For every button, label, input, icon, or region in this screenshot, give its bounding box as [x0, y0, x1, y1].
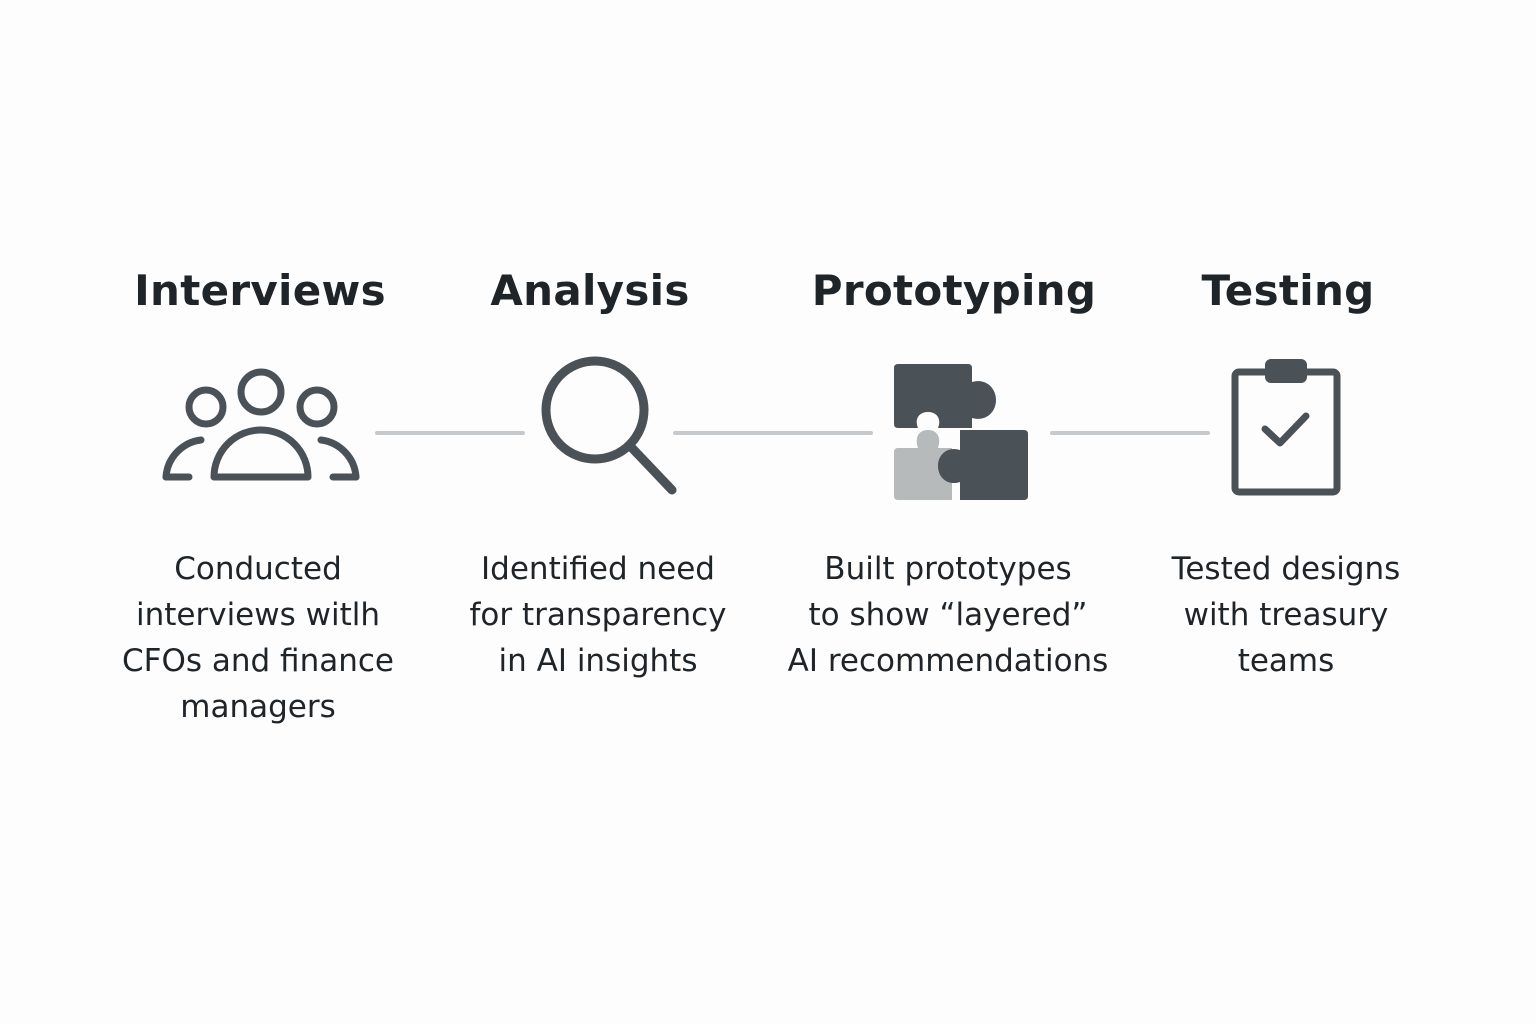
step-title-interviews: Interviews	[134, 266, 386, 315]
people-group-icon	[151, 352, 371, 512]
step-desc-testing: Tested designs with treasury teams	[1171, 551, 1401, 679]
step-desc-interviews: Conducted interviews witlh CFOs and fina…	[122, 551, 394, 725]
clipboard-check-icon	[1176, 352, 1396, 512]
connector-line	[673, 431, 873, 435]
step-title-analysis: Analysis	[490, 266, 690, 315]
puzzle-pieces-icon	[852, 352, 1072, 512]
step-title-prototyping: Prototyping	[811, 266, 1097, 315]
step-desc-prototyping: Built prototypes to show “layered” AI re…	[787, 551, 1109, 679]
step-title-testing: Testing	[1201, 266, 1375, 315]
connector-line	[375, 431, 525, 435]
magnifier-icon	[500, 352, 720, 512]
step-desc-analysis: Identified need for transparency in AI i…	[469, 551, 727, 679]
connector-line	[1050, 431, 1210, 435]
